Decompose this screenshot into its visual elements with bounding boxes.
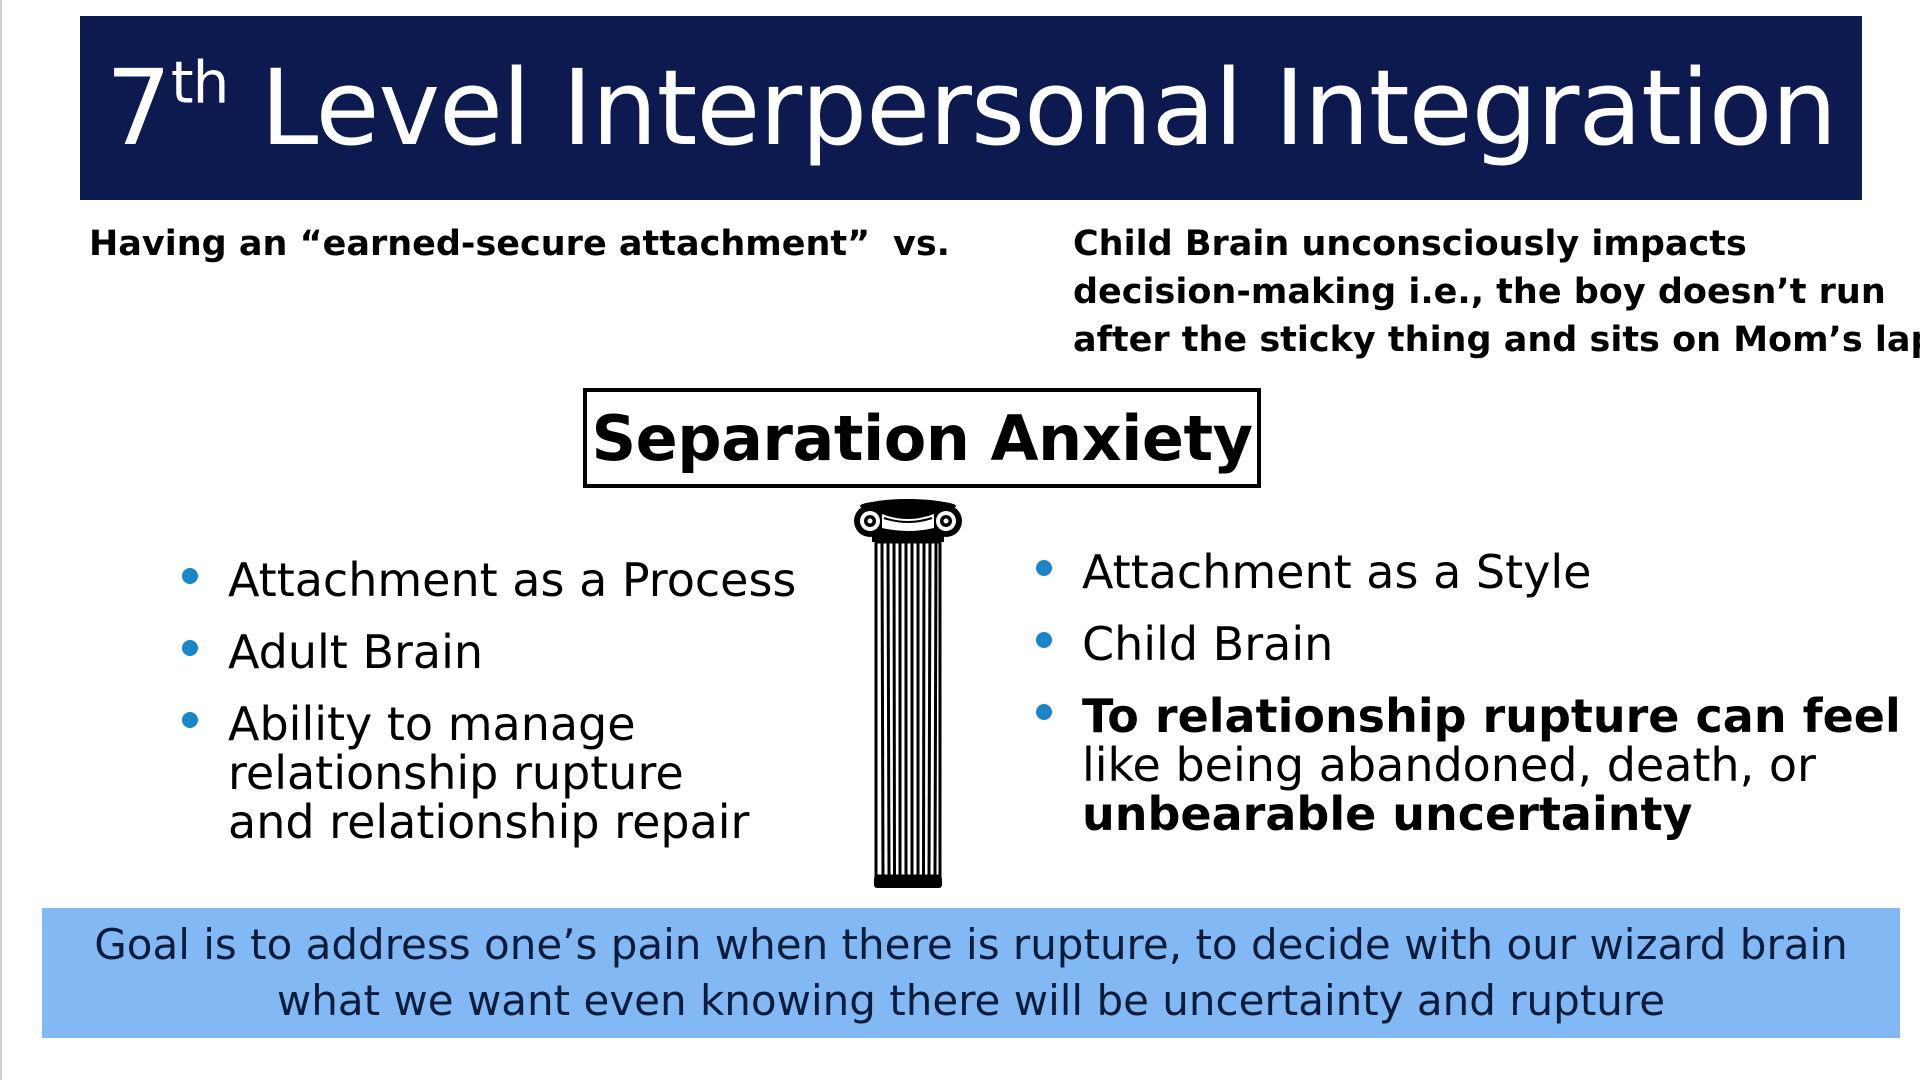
list-item: Adult Brain [182, 628, 796, 677]
comparison-vs-label: vs. [893, 224, 950, 264]
bullet-icon [182, 568, 198, 584]
bullet-icon [1036, 632, 1052, 648]
comparison-right-line: decision-making i.e., the boy doesn’t ru… [1073, 272, 1886, 312]
bullet-icon [1036, 704, 1052, 720]
list-item-text: unbearable uncertainty [1082, 787, 1693, 841]
list-item-text: Ability to manage [228, 697, 636, 751]
comparison-right-line: Child Brain unconsciously impacts [1073, 224, 1747, 264]
left-bullet-list: Attachment as a Process Adult Brain Abil… [182, 556, 796, 870]
list-item: Attachment as a Process [182, 556, 796, 605]
list-item: Ability to manage relationship rupture a… [182, 700, 796, 847]
list-item-text: To relationship rupture can feel [1082, 689, 1901, 743]
slide-left-edge [0, 0, 2, 1080]
title-number: 7 [105, 47, 172, 169]
title-superscript: th [170, 48, 230, 117]
bullet-icon [182, 712, 198, 728]
bullet-icon [182, 640, 198, 656]
bullet-icon [1036, 560, 1052, 576]
list-item-text: relationship rupture [228, 746, 684, 800]
slide-title: 7th Level Interpersonal Integration [106, 53, 1838, 160]
list-item-text: Adult Brain [228, 625, 484, 679]
right-bullet-list: Attachment as a Style Child Brain To rel… [1036, 548, 1901, 862]
goal-banner: Goal is to address one’s pain when there… [42, 908, 1900, 1038]
comparison-right-text: Child Brain unconsciously impacts decisi… [1073, 220, 1920, 364]
list-item-text: Attachment as a Process [228, 553, 797, 607]
list-item: To relationship rupture can feel like be… [1036, 692, 1901, 839]
list-item: Attachment as a Style [1036, 548, 1901, 597]
list-item-text: and relationship repair [228, 795, 750, 849]
separation-anxiety-box: Separation Anxiety [583, 388, 1261, 488]
list-item: Child Brain [1036, 620, 1901, 669]
title-rest: Level Interpersonal Integration [260, 47, 1837, 169]
comparison-right-line: after the sticky thing and sits on Mom’s… [1073, 320, 1920, 360]
list-item-text: Attachment as a Style [1082, 545, 1592, 599]
list-item-text: like being abandoned, death, or [1082, 738, 1816, 792]
goal-line: Goal is to address one’s pain when there… [94, 920, 1848, 969]
title-banner: 7th Level Interpersonal Integration [80, 16, 1862, 200]
ionic-column-icon [854, 499, 962, 888]
list-item-text: Child Brain [1082, 617, 1334, 671]
comparison-left-text: Having an “earned-secure attachment” [89, 224, 871, 264]
separation-anxiety-label: Separation Anxiety [591, 401, 1253, 475]
goal-line: what we want even knowing there will be … [276, 976, 1666, 1025]
